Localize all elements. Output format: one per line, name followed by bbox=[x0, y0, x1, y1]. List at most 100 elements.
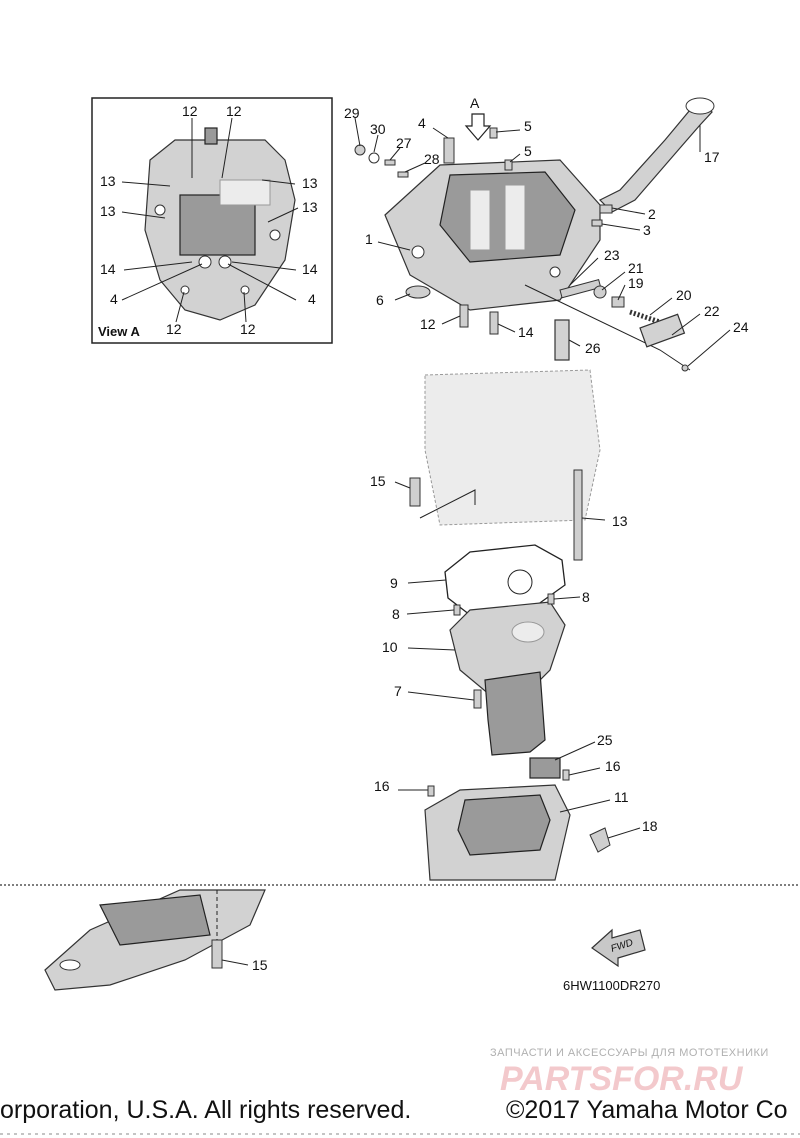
inset-window bbox=[219, 179, 271, 206]
inset-view-a: 12 12 13 13 13 13 14 14 4 4 12 12 View A bbox=[91, 97, 333, 344]
main-leaders bbox=[221, 117, 731, 966]
long-bolt-13 bbox=[573, 469, 583, 561]
label-7: 7 bbox=[394, 683, 402, 699]
label-5: 5 bbox=[524, 143, 532, 159]
steering-arm bbox=[598, 99, 713, 213]
bolt-7 bbox=[473, 689, 482, 709]
down-arrow-icon bbox=[464, 113, 492, 141]
view-callout-letter: A bbox=[470, 95, 480, 111]
label-3: 3 bbox=[643, 222, 651, 238]
view-a-arrow: A bbox=[464, 95, 492, 141]
label-24: 24 bbox=[733, 319, 749, 335]
label-17: 17 bbox=[704, 149, 720, 165]
inset-label-14: 14 bbox=[100, 261, 116, 277]
spring-20 bbox=[629, 309, 661, 325]
fwd-arrow: FWD bbox=[591, 928, 646, 968]
bolt-15-lower bbox=[211, 939, 223, 969]
inset-label-13: 13 bbox=[302, 175, 318, 191]
inset-hole bbox=[269, 229, 281, 241]
part-19 bbox=[611, 296, 625, 308]
pin-24 bbox=[681, 364, 689, 372]
lower-casing-cavity bbox=[457, 794, 551, 856]
upper-casing-hole bbox=[549, 266, 561, 278]
label-18: 18 bbox=[642, 818, 658, 834]
label-19: 19 bbox=[628, 275, 644, 291]
label-15: 15 bbox=[252, 957, 268, 973]
label-20: 20 bbox=[676, 287, 692, 303]
inset-label-13: 13 bbox=[302, 199, 318, 215]
shaft-23 bbox=[524, 284, 691, 371]
view-a-label: View A bbox=[98, 324, 141, 339]
inset-label-4: 4 bbox=[110, 291, 118, 307]
label-16: 16 bbox=[605, 758, 621, 774]
inset-label-12: 12 bbox=[166, 321, 182, 337]
bracket-22 bbox=[639, 313, 686, 348]
link-23 bbox=[559, 279, 602, 299]
inset-hole bbox=[154, 204, 166, 216]
label-16: 16 bbox=[374, 778, 390, 794]
nut-5 bbox=[489, 127, 498, 139]
inset-hole bbox=[240, 285, 250, 295]
lower-unit-hole bbox=[59, 959, 81, 971]
nut-16 bbox=[562, 769, 570, 781]
label-14: 14 bbox=[518, 324, 534, 340]
tube-26 bbox=[554, 319, 570, 361]
bolt-4 bbox=[443, 137, 455, 164]
exhaust-pipe bbox=[484, 671, 546, 756]
copyright-right: ©2017 Yamaha Motor Co bbox=[506, 1096, 788, 1124]
watermark-tagline: ЗАПЧАСТИ И АКСЕССУАРЫ ДЛЯ МОТОТЕХНИКИ bbox=[490, 1047, 769, 1059]
part-2 bbox=[599, 204, 613, 214]
label-21: 21 bbox=[628, 260, 644, 276]
plug-18 bbox=[589, 827, 611, 853]
ghost-housing bbox=[424, 369, 601, 526]
nut-5 bbox=[504, 159, 513, 171]
label-26: 26 bbox=[585, 340, 601, 356]
label-1: 1 bbox=[365, 231, 373, 247]
label-5: 5 bbox=[524, 118, 532, 134]
part-3 bbox=[591, 219, 603, 227]
inset-label-12: 12 bbox=[182, 103, 198, 119]
label-28: 28 bbox=[424, 151, 440, 167]
label-15: 15 bbox=[370, 473, 386, 489]
bolt-15-leader bbox=[419, 489, 476, 519]
upper-casing-rib bbox=[504, 184, 526, 251]
label-8: 8 bbox=[392, 606, 400, 622]
label-12: 12 bbox=[420, 316, 436, 332]
bolt-12 bbox=[459, 304, 469, 328]
oring-30 bbox=[368, 152, 380, 164]
inset-leader bbox=[121, 117, 299, 323]
inset-label-12: 12 bbox=[226, 103, 242, 119]
diagram-code: 6HW1100DR270 bbox=[563, 978, 660, 993]
gasket-hole bbox=[507, 569, 533, 595]
bolt-14 bbox=[489, 311, 499, 335]
label-4: 4 bbox=[418, 115, 426, 131]
label-6: 6 bbox=[376, 292, 384, 308]
label-30: 30 bbox=[370, 121, 386, 137]
label-9: 9 bbox=[390, 575, 398, 591]
label-23: 23 bbox=[604, 247, 620, 263]
label-25: 25 bbox=[597, 732, 613, 748]
inset-label-4: 4 bbox=[308, 291, 316, 307]
copyright-left: orporation, U.S.A. All rights reserved. bbox=[0, 1096, 411, 1124]
inset-hole bbox=[218, 255, 232, 269]
pin-28 bbox=[397, 171, 409, 178]
upper-casing-hole bbox=[411, 245, 425, 259]
inset-label-13: 13 bbox=[100, 173, 116, 189]
washer-29 bbox=[354, 144, 366, 156]
watermark-logo: PARTSFOR.RU bbox=[500, 1060, 744, 1098]
label-27: 27 bbox=[396, 135, 412, 151]
label-29: 29 bbox=[344, 105, 360, 121]
gasket-9 bbox=[444, 544, 566, 616]
nut-8 bbox=[547, 593, 555, 605]
inset-label-14: 14 bbox=[302, 261, 318, 277]
lower-unit-cavity bbox=[99, 894, 211, 946]
inset-hole bbox=[198, 255, 212, 269]
bolt-15 bbox=[409, 477, 421, 507]
inset-label-13: 13 bbox=[100, 203, 116, 219]
inset-label-12: 12 bbox=[240, 321, 256, 337]
upper-casing bbox=[384, 159, 601, 311]
part-6 bbox=[405, 285, 431, 299]
upper-casing-rib bbox=[469, 189, 491, 251]
inset-hole bbox=[180, 285, 190, 295]
